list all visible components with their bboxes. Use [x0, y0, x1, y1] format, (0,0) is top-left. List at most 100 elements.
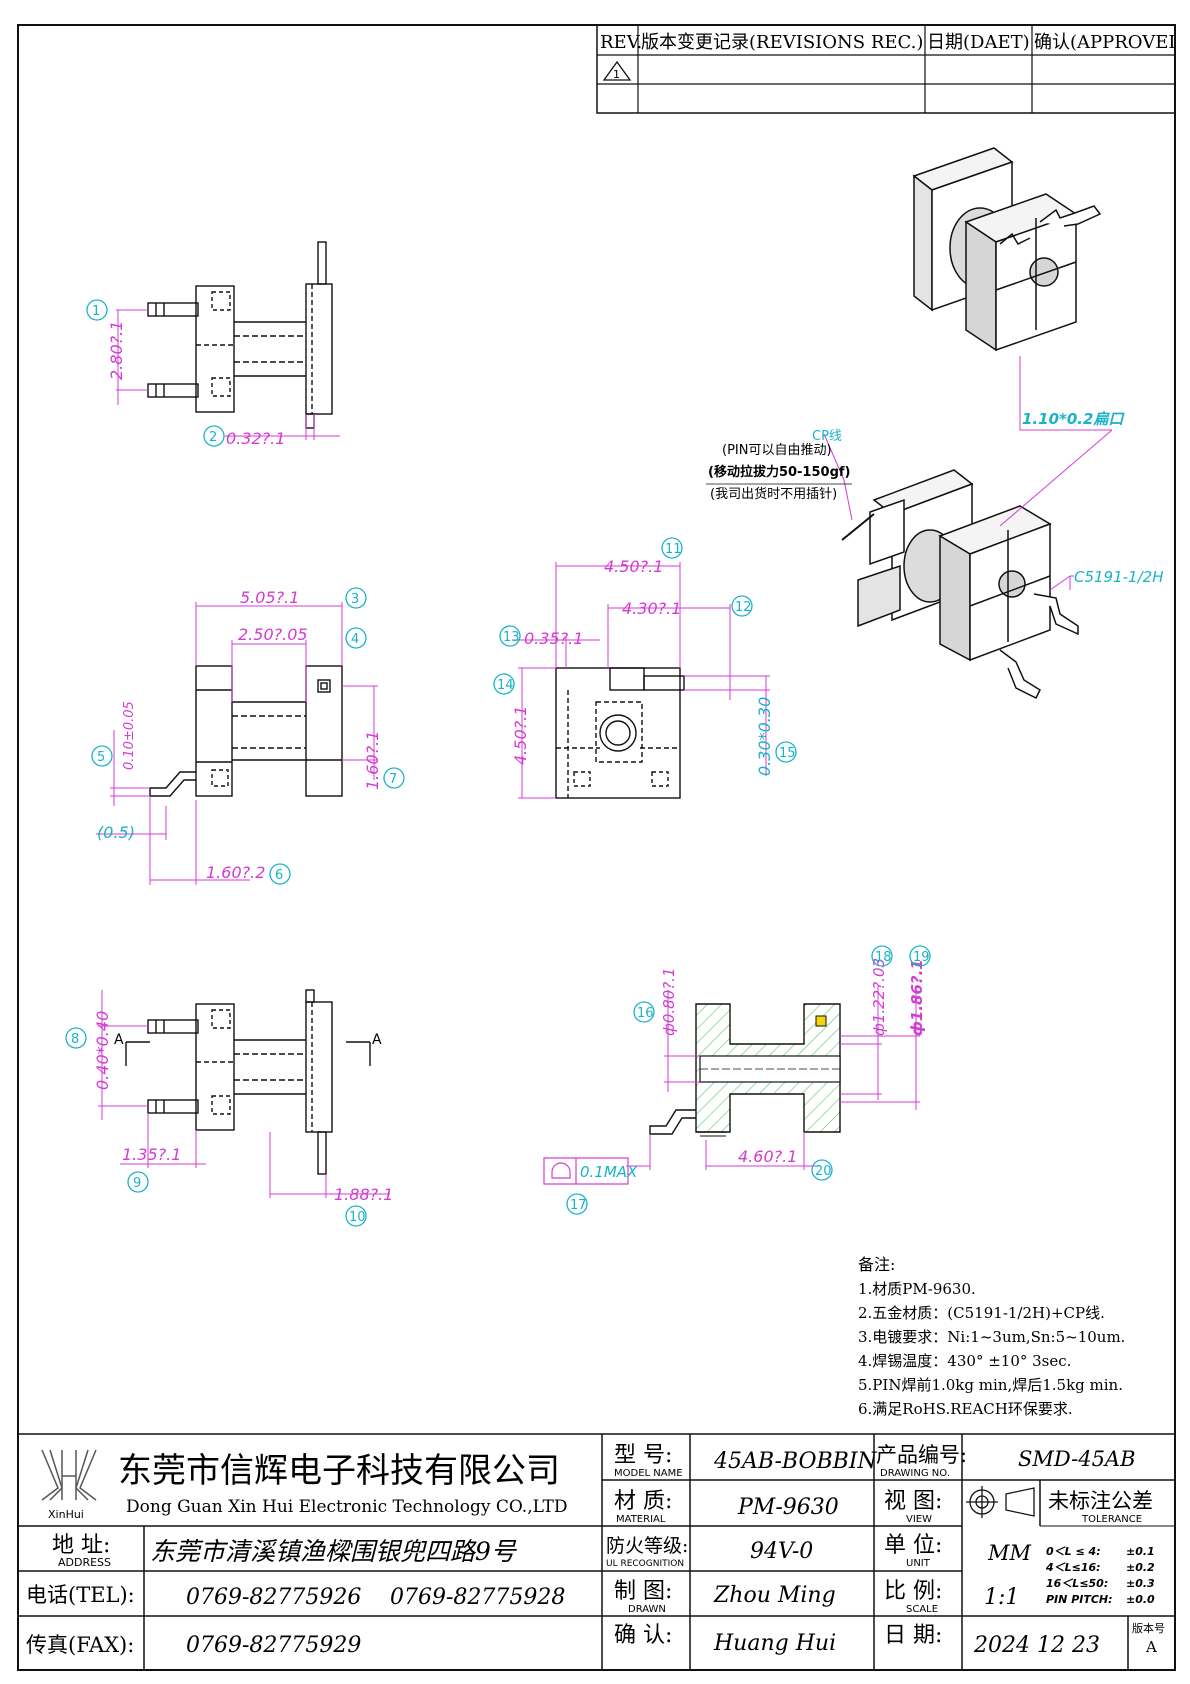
note-3: 3.电镀要求：Ni:1~3um,Sn:5~10um.: [858, 1328, 1125, 1346]
pin-note-2: (移动拉拔力50-150gf): [708, 464, 850, 480]
model-value: 45AB-BOBBIN: [713, 1449, 878, 1474]
balloon-8: 8: [71, 1032, 79, 1047]
view-end: [555, 667, 685, 799]
revision-table: REV. 版本变更记录(REVISIONS REC.) 日期(DAET) 确认(…: [596, 24, 1176, 114]
dim-0-30: 0.30*0.30: [755, 697, 774, 776]
balloon-19: 19: [913, 950, 930, 965]
view-front: [149, 665, 343, 797]
section-mark-right: A: [372, 1032, 382, 1048]
approve-header: 确认(APPROVEI: [1034, 32, 1176, 53]
dim-4-50-left: 4.50?.1: [511, 706, 530, 765]
view-side-left-dims: 2.80?.1 0.32?.1 1 2: [86, 299, 340, 448]
note-2: 2.五金材质：(C5191-1/2H)+CP线.: [858, 1304, 1105, 1322]
view-bottom-left: [125, 989, 371, 1175]
flatness-value: 0.1MAX: [580, 1163, 638, 1181]
material-callout: C5191-1/2H: [1074, 568, 1163, 586]
address-label: 地 址:: [52, 1533, 110, 1558]
notes-heading: 备注:: [858, 1255, 895, 1274]
tel-2: 0769-82775928: [390, 1585, 565, 1610]
drawn-label: 制 图:: [614, 1579, 672, 1604]
tol-value-3: ±0.3: [1126, 1577, 1155, 1590]
revision-triangle-icon: [602, 60, 632, 81]
dim-dia-1-22: ф1.22?.03: [870, 958, 888, 1036]
company-name-cn: 东莞市信辉电子科技有限公司: [118, 1451, 560, 1491]
view-section-dims: [626, 986, 920, 1170]
note-5: 5.PIN焊前1.0kg min,焊后1.5kg min.: [858, 1376, 1123, 1394]
dim-1-60: 1.60?.1: [363, 731, 382, 790]
dim-0-40: 0.40*0.40: [93, 1011, 112, 1090]
title-fields: 型 号: MODEL NAME 45AB-BOBBIN 材 质: MATERIA…: [606, 1443, 1165, 1658]
cp-label: CP线: [812, 429, 842, 444]
view-section-labels: ф0.80?.1 ф1.22?.03 ф1.86?.1 4.60?.1 0.1M…: [543, 945, 931, 1215]
balloon-18: 18: [875, 950, 892, 965]
tolerance-en: TOLERANCE: [1081, 1514, 1142, 1525]
note-1: 1.材质PM-9630.: [858, 1280, 976, 1298]
view-end-labels: 4.50?.1 4.30?.1 0.35?.1 4.50?.1 0.30*0.3…: [493, 537, 797, 776]
pin-callout: 1.10*0.2扁口: [1022, 410, 1125, 428]
date-header: 日期(DAET): [927, 32, 1030, 53]
iso-view-top: [912, 147, 1102, 352]
tol-range-2: 4＜L≤16:: [1045, 1561, 1101, 1574]
pin-note-3: (我司出货时不用插针): [710, 486, 837, 502]
tolerance-title: 未标注公差: [1048, 1489, 1153, 1513]
product-no-label-en: DRAWING NO.: [880, 1468, 950, 1479]
tel-1: 0769-82775926: [186, 1585, 361, 1610]
view-section: [649, 1003, 841, 1137]
date-label: 日 期:: [884, 1623, 942, 1648]
balloon-9: 9: [133, 1176, 141, 1191]
balloon-4: 4: [351, 632, 359, 647]
flatness-symbol-icon: [551, 1162, 571, 1179]
version-label: 版本号: [1132, 1621, 1165, 1635]
balloon-6: 6: [275, 868, 283, 883]
date-value: 2024 12 23: [973, 1633, 1100, 1658]
tol-range-1: 0＜L ≤ 4:: [1046, 1545, 1101, 1558]
balloon-13: 13: [503, 630, 520, 645]
fax-label: 传真(FAX):: [26, 1633, 134, 1657]
product-no-label: 产品编号:: [876, 1443, 967, 1467]
view-bottom-left-labels: A A 0.40*0.40 1.35?.1 1.88?.1 8 9 10: [65, 1011, 393, 1227]
balloon-14: 14: [497, 678, 514, 693]
section-mark-left: A: [114, 1032, 124, 1048]
material-value: PM-9630: [737, 1495, 839, 1520]
dim-5-05: 5.05?.1: [240, 588, 299, 607]
balloon-3: 3: [351, 592, 359, 607]
drawn-label-en: DRAWN: [628, 1604, 666, 1615]
address-label-en: ADDRESS: [58, 1556, 111, 1569]
iso-view-bottom: [841, 469, 1079, 700]
tol-value-1: ±0.1: [1126, 1545, 1155, 1558]
model-label: 型 号:: [614, 1443, 672, 1468]
dim-1-60-pin: 1.60?.2: [206, 863, 265, 882]
balloon-11: 11: [665, 542, 682, 557]
address: 东莞市清溪镇渔樑围银兜四路9号: [150, 1537, 518, 1566]
dim-dia-1-86: ф1.86?.1: [908, 959, 926, 1036]
dim-0-32: 0.32?.1: [226, 429, 285, 448]
dim-0-10: 0.10±0.05: [122, 701, 137, 770]
dim-dia-0-80: ф0.80?.1: [660, 968, 678, 1037]
balloon-12: 12: [735, 600, 752, 615]
balloon-7: 7: [389, 772, 397, 787]
balloon-10: 10: [349, 1210, 366, 1225]
balloon-1: 1: [92, 304, 100, 319]
tol-value-2: ±0.2: [1126, 1561, 1155, 1574]
tol-value-4: ±0.0: [1126, 1593, 1155, 1606]
view-front-dims: [96, 602, 378, 885]
balloon-16: 16: [637, 1006, 654, 1021]
dim-4-60: 4.60?.1: [738, 1147, 797, 1166]
balloon-2: 2: [209, 430, 217, 445]
drawn-value: Zhou Ming: [713, 1583, 836, 1608]
unit-value: MM: [987, 1541, 1032, 1565]
dim-2-50: 2.50?.05: [238, 625, 308, 644]
model-label-en: MODEL NAME: [614, 1468, 683, 1479]
balloon-17: 17: [570, 1198, 587, 1213]
dim-1-35: 1.35?.1: [122, 1145, 181, 1164]
dim-1-88: 1.88?.1: [334, 1185, 393, 1204]
logo-text: XinHui: [48, 1508, 84, 1521]
unit-label: 单 位:: [884, 1533, 942, 1558]
tel-label: 电话(TEL):: [26, 1583, 135, 1607]
xinhui-logo-icon: [41, 1449, 97, 1501]
dim-0-35: 0.35?.1: [524, 629, 583, 648]
note-4: 4.焊锡温度：430° ±10° 3sec.: [858, 1352, 1071, 1370]
dim-4-30: 4.30?.1: [622, 599, 681, 618]
scale-value: 1:1: [984, 1585, 1019, 1610]
